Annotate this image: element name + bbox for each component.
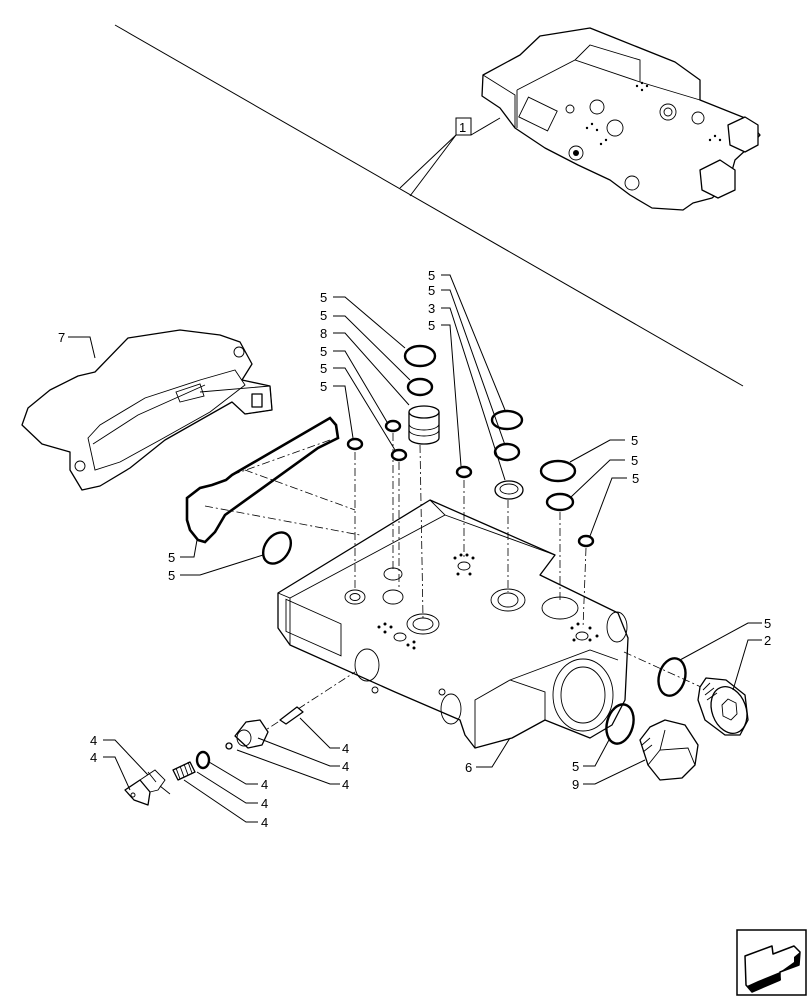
label-5: 5 (631, 453, 638, 468)
label-4: 4 (342, 777, 349, 792)
reference-box-label: 1 (459, 120, 466, 135)
o-ring (539, 459, 577, 483)
valve-cover (21, 329, 273, 491)
seal-cup-part (494, 480, 524, 500)
label-3: 3 (428, 301, 435, 316)
reference-leader (470, 117, 501, 136)
spring-part (172, 761, 196, 781)
o-ring (261, 531, 293, 565)
assembly-centerlines (204, 433, 713, 736)
plunger-part (408, 405, 440, 445)
label-4: 4 (342, 759, 349, 774)
next-page-arrow-icon[interactable] (736, 929, 807, 996)
label-4: 4 (342, 741, 349, 756)
o-ring (577, 534, 595, 548)
cover-gasket (185, 416, 340, 544)
label-5: 5 (168, 568, 175, 583)
label-5: 5 (428, 318, 435, 333)
label-5: 5 (168, 550, 175, 565)
label-5: 5 (320, 361, 327, 376)
valve-poppet-part (234, 719, 269, 749)
o-ring (390, 448, 408, 462)
o-ring (406, 377, 434, 397)
pin-part (279, 706, 304, 725)
o-ring (605, 703, 635, 745)
label-5: 5 (428, 283, 435, 298)
label-5: 5 (320, 290, 327, 305)
label-4: 4 (261, 796, 268, 811)
spring-clip-part (124, 769, 171, 806)
o-ring (545, 492, 575, 512)
label-5: 5 (320, 344, 327, 359)
label-4: 4 (90, 750, 97, 765)
o-ring (493, 442, 521, 462)
label-6: 6 (465, 760, 472, 775)
hex-head-plug (639, 719, 699, 781)
label-5: 5 (572, 759, 579, 774)
label-5: 5 (428, 268, 435, 283)
part-number-labels: 7 5 5 8 5 5 5 5 5 3 5 5 5 5 5 5 5 2 6 5 … (58, 268, 771, 830)
label-9: 9 (572, 777, 579, 792)
reference-box (455, 117, 472, 136)
assembled-valve-illustration (481, 27, 761, 211)
o-ring (455, 465, 473, 479)
label-5: 5 (632, 471, 639, 486)
label-5: 5 (631, 433, 638, 448)
reference-leader-b (409, 134, 457, 197)
reference-line (114, 24, 744, 387)
label-4: 4 (261, 777, 268, 792)
label-5: 5 (320, 308, 327, 323)
o-ring (657, 657, 687, 697)
label-7: 7 (58, 330, 65, 345)
o-ring (346, 437, 364, 451)
washer-part (195, 750, 211, 770)
o-ring (403, 344, 437, 368)
label-4: 4 (261, 815, 268, 830)
label-2: 2 (764, 633, 771, 648)
o-ring (384, 419, 402, 433)
leader-lines (68, 274, 762, 823)
hex-socket-plug (697, 677, 749, 736)
label-5: 5 (764, 616, 771, 631)
ball-part (225, 742, 233, 750)
valve-body (277, 499, 629, 749)
label-8: 8 (320, 326, 327, 341)
reference-leader-a (399, 134, 457, 189)
label-4: 4 (90, 733, 97, 748)
label-5: 5 (320, 379, 327, 394)
o-ring (490, 409, 524, 431)
